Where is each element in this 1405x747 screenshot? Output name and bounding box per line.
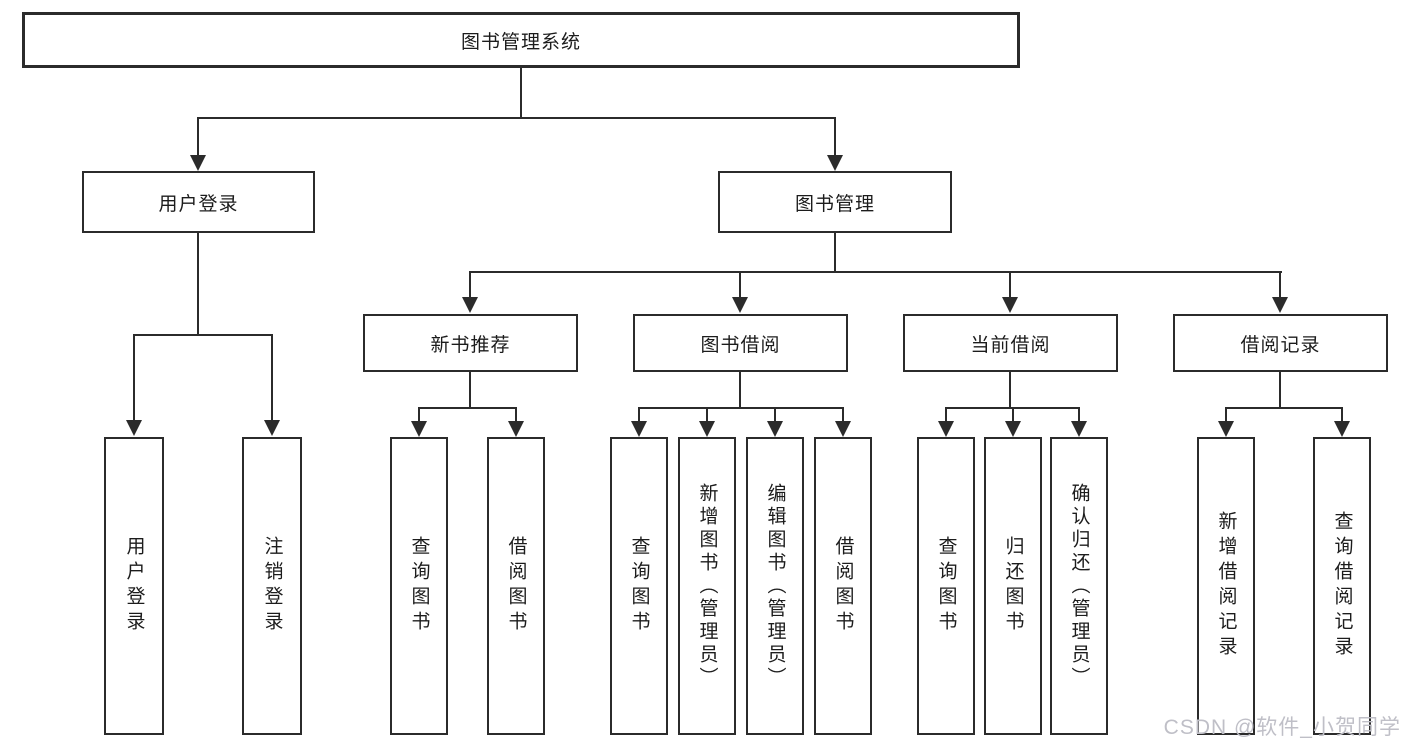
connector-line bbox=[418, 407, 420, 423]
leaf-borrow-edit-books-admin: 编辑图书（管理员） bbox=[746, 437, 804, 735]
connector-line bbox=[1225, 407, 1227, 423]
connector-line bbox=[739, 271, 741, 299]
connector-line bbox=[133, 334, 135, 422]
arrowhead-icon bbox=[462, 297, 478, 313]
leaf-record-query-label: 查询借阅记录 bbox=[1331, 511, 1353, 661]
connector-line bbox=[739, 372, 741, 409]
connector-line bbox=[1012, 407, 1014, 423]
leaf-current-query-books-label: 查询图书 bbox=[935, 536, 957, 636]
arrowhead-icon bbox=[1071, 421, 1087, 437]
connector-line bbox=[469, 271, 1282, 273]
connector-line bbox=[418, 407, 517, 409]
node-book-borrow-label: 图书借阅 bbox=[700, 334, 781, 356]
arrowhead-icon bbox=[1218, 421, 1234, 437]
arrowhead-icon bbox=[767, 421, 783, 437]
csdn-watermark: CSDN @软件_小贺同学 bbox=[1163, 716, 1401, 739]
connector-line bbox=[520, 68, 522, 118]
arrowhead-icon bbox=[938, 421, 954, 437]
node-new-book-recommend-label: 新书推荐 bbox=[430, 334, 511, 356]
arrowhead-icon bbox=[126, 420, 142, 436]
connector-line bbox=[469, 372, 471, 409]
connector-line bbox=[834, 233, 836, 273]
leaf-record-add: 新增借阅记录 bbox=[1197, 437, 1255, 735]
leaf-current-confirm-return-admin-label: 确认归还（管理员） bbox=[1068, 482, 1090, 690]
leaf-user-login: 用户登录 bbox=[104, 437, 164, 735]
connector-line bbox=[945, 407, 947, 423]
arrowhead-icon bbox=[1002, 297, 1018, 313]
leaf-borrow-query-books: 查询图书 bbox=[610, 437, 668, 735]
connector-line bbox=[638, 407, 844, 409]
connector-line bbox=[842, 407, 844, 423]
connector-line bbox=[271, 334, 273, 422]
leaf-current-return-books-label: 归还图书 bbox=[1002, 536, 1024, 636]
connector-line bbox=[774, 407, 776, 423]
connector-line bbox=[1009, 372, 1011, 409]
leaf-borrow-borrow-books: 借阅图书 bbox=[814, 437, 872, 735]
leaf-record-query: 查询借阅记录 bbox=[1313, 437, 1371, 735]
arrowhead-icon bbox=[1005, 421, 1021, 437]
connector-line bbox=[1341, 407, 1343, 423]
arrowhead-icon bbox=[508, 421, 524, 437]
node-book-management-label: 图书管理 bbox=[794, 193, 875, 215]
arrowhead-icon bbox=[835, 421, 851, 437]
connector-line bbox=[197, 117, 199, 157]
node-current-borrow-label: 当前借阅 bbox=[970, 334, 1051, 356]
connector-line bbox=[638, 407, 640, 423]
node-new-book-recommend: 新书推荐 bbox=[363, 314, 578, 372]
node-root: 图书管理系统 bbox=[22, 12, 1020, 68]
connector-line bbox=[1009, 271, 1011, 299]
arrowhead-icon bbox=[631, 421, 647, 437]
leaf-newbook-query-books: 查询图书 bbox=[390, 437, 448, 735]
connector-line bbox=[515, 407, 517, 423]
arrowhead-icon bbox=[411, 421, 427, 437]
arrowhead-icon bbox=[1334, 421, 1350, 437]
leaf-current-return-books: 归还图书 bbox=[984, 437, 1042, 735]
arrowhead-icon bbox=[1272, 297, 1288, 313]
leaf-current-query-books: 查询图书 bbox=[917, 437, 975, 735]
connector-line bbox=[1279, 271, 1281, 299]
leaf-borrow-borrow-books-label: 借阅图书 bbox=[832, 536, 854, 636]
leaf-borrow-edit-books-admin-label: 编辑图书（管理员） bbox=[764, 482, 786, 690]
connector-line bbox=[1078, 407, 1080, 423]
arrowhead-icon bbox=[827, 155, 843, 171]
leaf-user-login-label: 用户登录 bbox=[123, 536, 145, 636]
leaf-borrow-add-books-admin-label: 新增图书（管理员） bbox=[696, 482, 718, 690]
node-borrow-record: 借阅记录 bbox=[1173, 314, 1388, 372]
connector-line bbox=[197, 117, 836, 119]
connector-line bbox=[133, 334, 273, 336]
connector-line bbox=[1279, 372, 1281, 409]
leaf-borrow-query-books-label: 查询图书 bbox=[628, 536, 650, 636]
connector-line bbox=[706, 407, 708, 423]
leaf-current-confirm-return-admin: 确认归还（管理员） bbox=[1050, 437, 1108, 735]
connector-line bbox=[469, 271, 471, 299]
leaf-newbook-borrow-books-label: 借阅图书 bbox=[505, 536, 527, 636]
leaf-newbook-borrow-books: 借阅图书 bbox=[487, 437, 545, 735]
arrowhead-icon bbox=[264, 420, 280, 436]
node-current-borrow: 当前借阅 bbox=[903, 314, 1118, 372]
connector-line bbox=[197, 233, 199, 336]
leaf-logout: 注销登录 bbox=[242, 437, 302, 735]
node-borrow-record-label: 借阅记录 bbox=[1240, 334, 1321, 356]
leaf-newbook-query-books-label: 查询图书 bbox=[408, 536, 430, 636]
leaf-logout-label: 注销登录 bbox=[261, 536, 283, 636]
connector-line bbox=[834, 117, 836, 157]
arrowhead-icon bbox=[732, 297, 748, 313]
leaf-record-add-label: 新增借阅记录 bbox=[1215, 511, 1237, 661]
arrowhead-icon bbox=[190, 155, 206, 171]
node-user-login-label: 用户登录 bbox=[158, 193, 239, 215]
connector-line bbox=[1225, 407, 1343, 409]
node-user-login: 用户登录 bbox=[82, 171, 315, 233]
arrowhead-icon bbox=[699, 421, 715, 437]
node-book-borrow: 图书借阅 bbox=[633, 314, 848, 372]
node-root-label: 图书管理系统 bbox=[460, 31, 581, 53]
node-book-management: 图书管理 bbox=[718, 171, 952, 233]
leaf-borrow-add-books-admin: 新增图书（管理员） bbox=[678, 437, 736, 735]
